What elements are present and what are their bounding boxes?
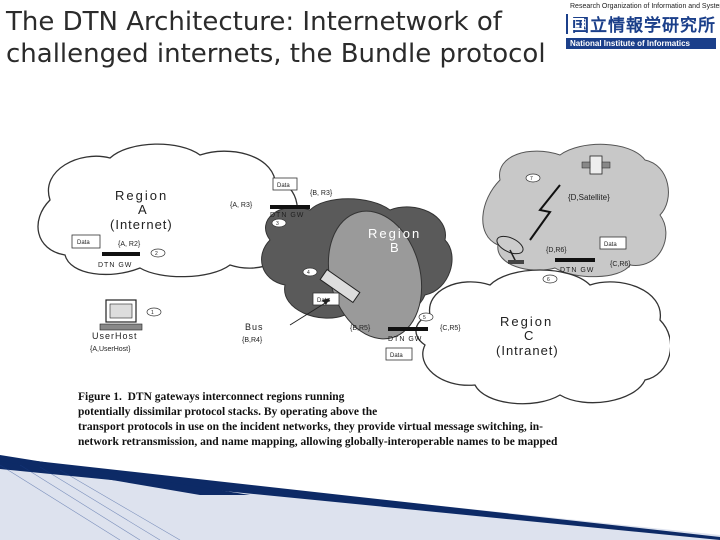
svg-text:DTN GW: DTN GW: [98, 262, 132, 269]
nii-emblem-icon: [566, 13, 584, 34]
svg-text:{A, R3}: {A, R3}: [230, 202, 253, 209]
user-host: UserHost {A,UserHost} 1: [90, 299, 162, 353]
region-a-cloud: [37, 143, 298, 278]
region-d-cloud: [482, 143, 669, 278]
svg-text:Data: Data: [77, 240, 90, 246]
region-c-cloud: [415, 269, 670, 405]
svg-text:{C,R5}: {C,R5}: [440, 325, 461, 332]
satellite-dish-icon: [496, 235, 524, 264]
caption-line-4: network retransmission, and name mapping…: [78, 436, 558, 448]
caption-line-2: potentially dissimilar protocol stacks. …: [78, 406, 378, 418]
dtn-figure: Region A (Internet) Region B Region C (I…: [30, 140, 670, 460]
svg-text:5: 5: [423, 315, 426, 321]
gateway-ab: Data DTN GW {A, R3} {B, R3} 3: [230, 177, 333, 228]
svg-text:{D,R6}: {D,R6}: [546, 247, 567, 254]
gateway-a-internal: Data {A, R2} DTN GW 2: [71, 234, 166, 269]
satellite-icon: {D,Satellite} 7: [525, 155, 611, 202]
svg-text:DTN GW: DTN GW: [388, 336, 422, 343]
svg-text:2: 2: [155, 251, 158, 257]
caption-line-1: Figure 1. DTN gateways interconnect regi…: [78, 390, 668, 405]
svg-text:{A, R2}: {A, R2}: [118, 241, 141, 248]
region-a-label: Region A (Internet): [110, 188, 173, 232]
svg-text:(Internet): (Internet): [110, 217, 173, 232]
svg-text:4: 4: [307, 270, 310, 276]
logo-kanji-row: 国立情報学研究所: [566, 11, 716, 36]
svg-text:Region: Region: [115, 188, 168, 203]
gateway-cd: Data {D,R6} DTN GW {C,R6} 6: [542, 236, 631, 284]
figure-caption: Figure 1. DTN gateways interconnect regi…: [78, 390, 668, 450]
svg-text:Region: Region: [368, 226, 421, 241]
dtn-architecture-diagram: Region A (Internet) Region B Region C (I…: [37, 143, 670, 405]
gateway-bc: {B,R5} {C,R5} DTN GW Data 5: [350, 312, 461, 361]
logo-kanji: 国立情報学研究所: [572, 16, 716, 36]
nii-logo: Research Organization of Information and…: [566, 3, 720, 49]
svg-text:C: C: [524, 328, 533, 343]
svg-text:Data: Data: [604, 242, 617, 248]
svg-text:{B,R5}: {B,R5}: [350, 325, 371, 332]
region-c-label: Region C (Intranet): [496, 314, 559, 358]
svg-text:Data: Data: [277, 183, 290, 189]
svg-text:6: 6: [547, 277, 550, 283]
svg-text:{D,Satellite}: {D,Satellite}: [568, 193, 610, 202]
caption-lead: Figure 1.: [78, 391, 122, 403]
svg-text:Region: Region: [500, 314, 553, 329]
svg-text:1: 1: [151, 310, 154, 316]
svg-text:7: 7: [530, 176, 533, 182]
svg-text:A: A: [138, 202, 147, 217]
bus-node: Data 4 Bus {B,R4}: [242, 267, 361, 344]
svg-text:DTN GW: DTN GW: [270, 212, 304, 219]
svg-text:{A,UserHost}: {A,UserHost}: [90, 346, 131, 353]
svg-text:Bus: Bus: [245, 322, 264, 332]
svg-text:Data: Data: [390, 353, 403, 359]
caption-lead-text: DTN gateways interconnect regions runnin…: [127, 391, 345, 403]
slide-title: The DTN Architecture: Internetwork of ch…: [6, 7, 546, 69]
svg-text:{B, R3}: {B, R3}: [310, 190, 333, 197]
svg-text:3: 3: [276, 221, 279, 227]
svg-text:{B,R4}: {B,R4}: [242, 337, 263, 344]
footer-swoosh: [0, 455, 720, 540]
lightning-icon: [529, 184, 561, 241]
logo-org-line: Research Organization of Information and…: [570, 3, 720, 10]
logo-english-name: National Institute of Informatics: [566, 38, 716, 49]
svg-text:{C,R6}: {C,R6}: [610, 261, 631, 268]
region-b-label: Region B: [368, 226, 421, 255]
caption-line-3: transport protocols in use on the incide…: [78, 421, 544, 433]
svg-text:B: B: [390, 240, 399, 255]
svg-text:DTN GW: DTN GW: [560, 267, 594, 274]
svg-text:(Intranet): (Intranet): [496, 343, 559, 358]
svg-text:UserHost: UserHost: [92, 331, 138, 341]
